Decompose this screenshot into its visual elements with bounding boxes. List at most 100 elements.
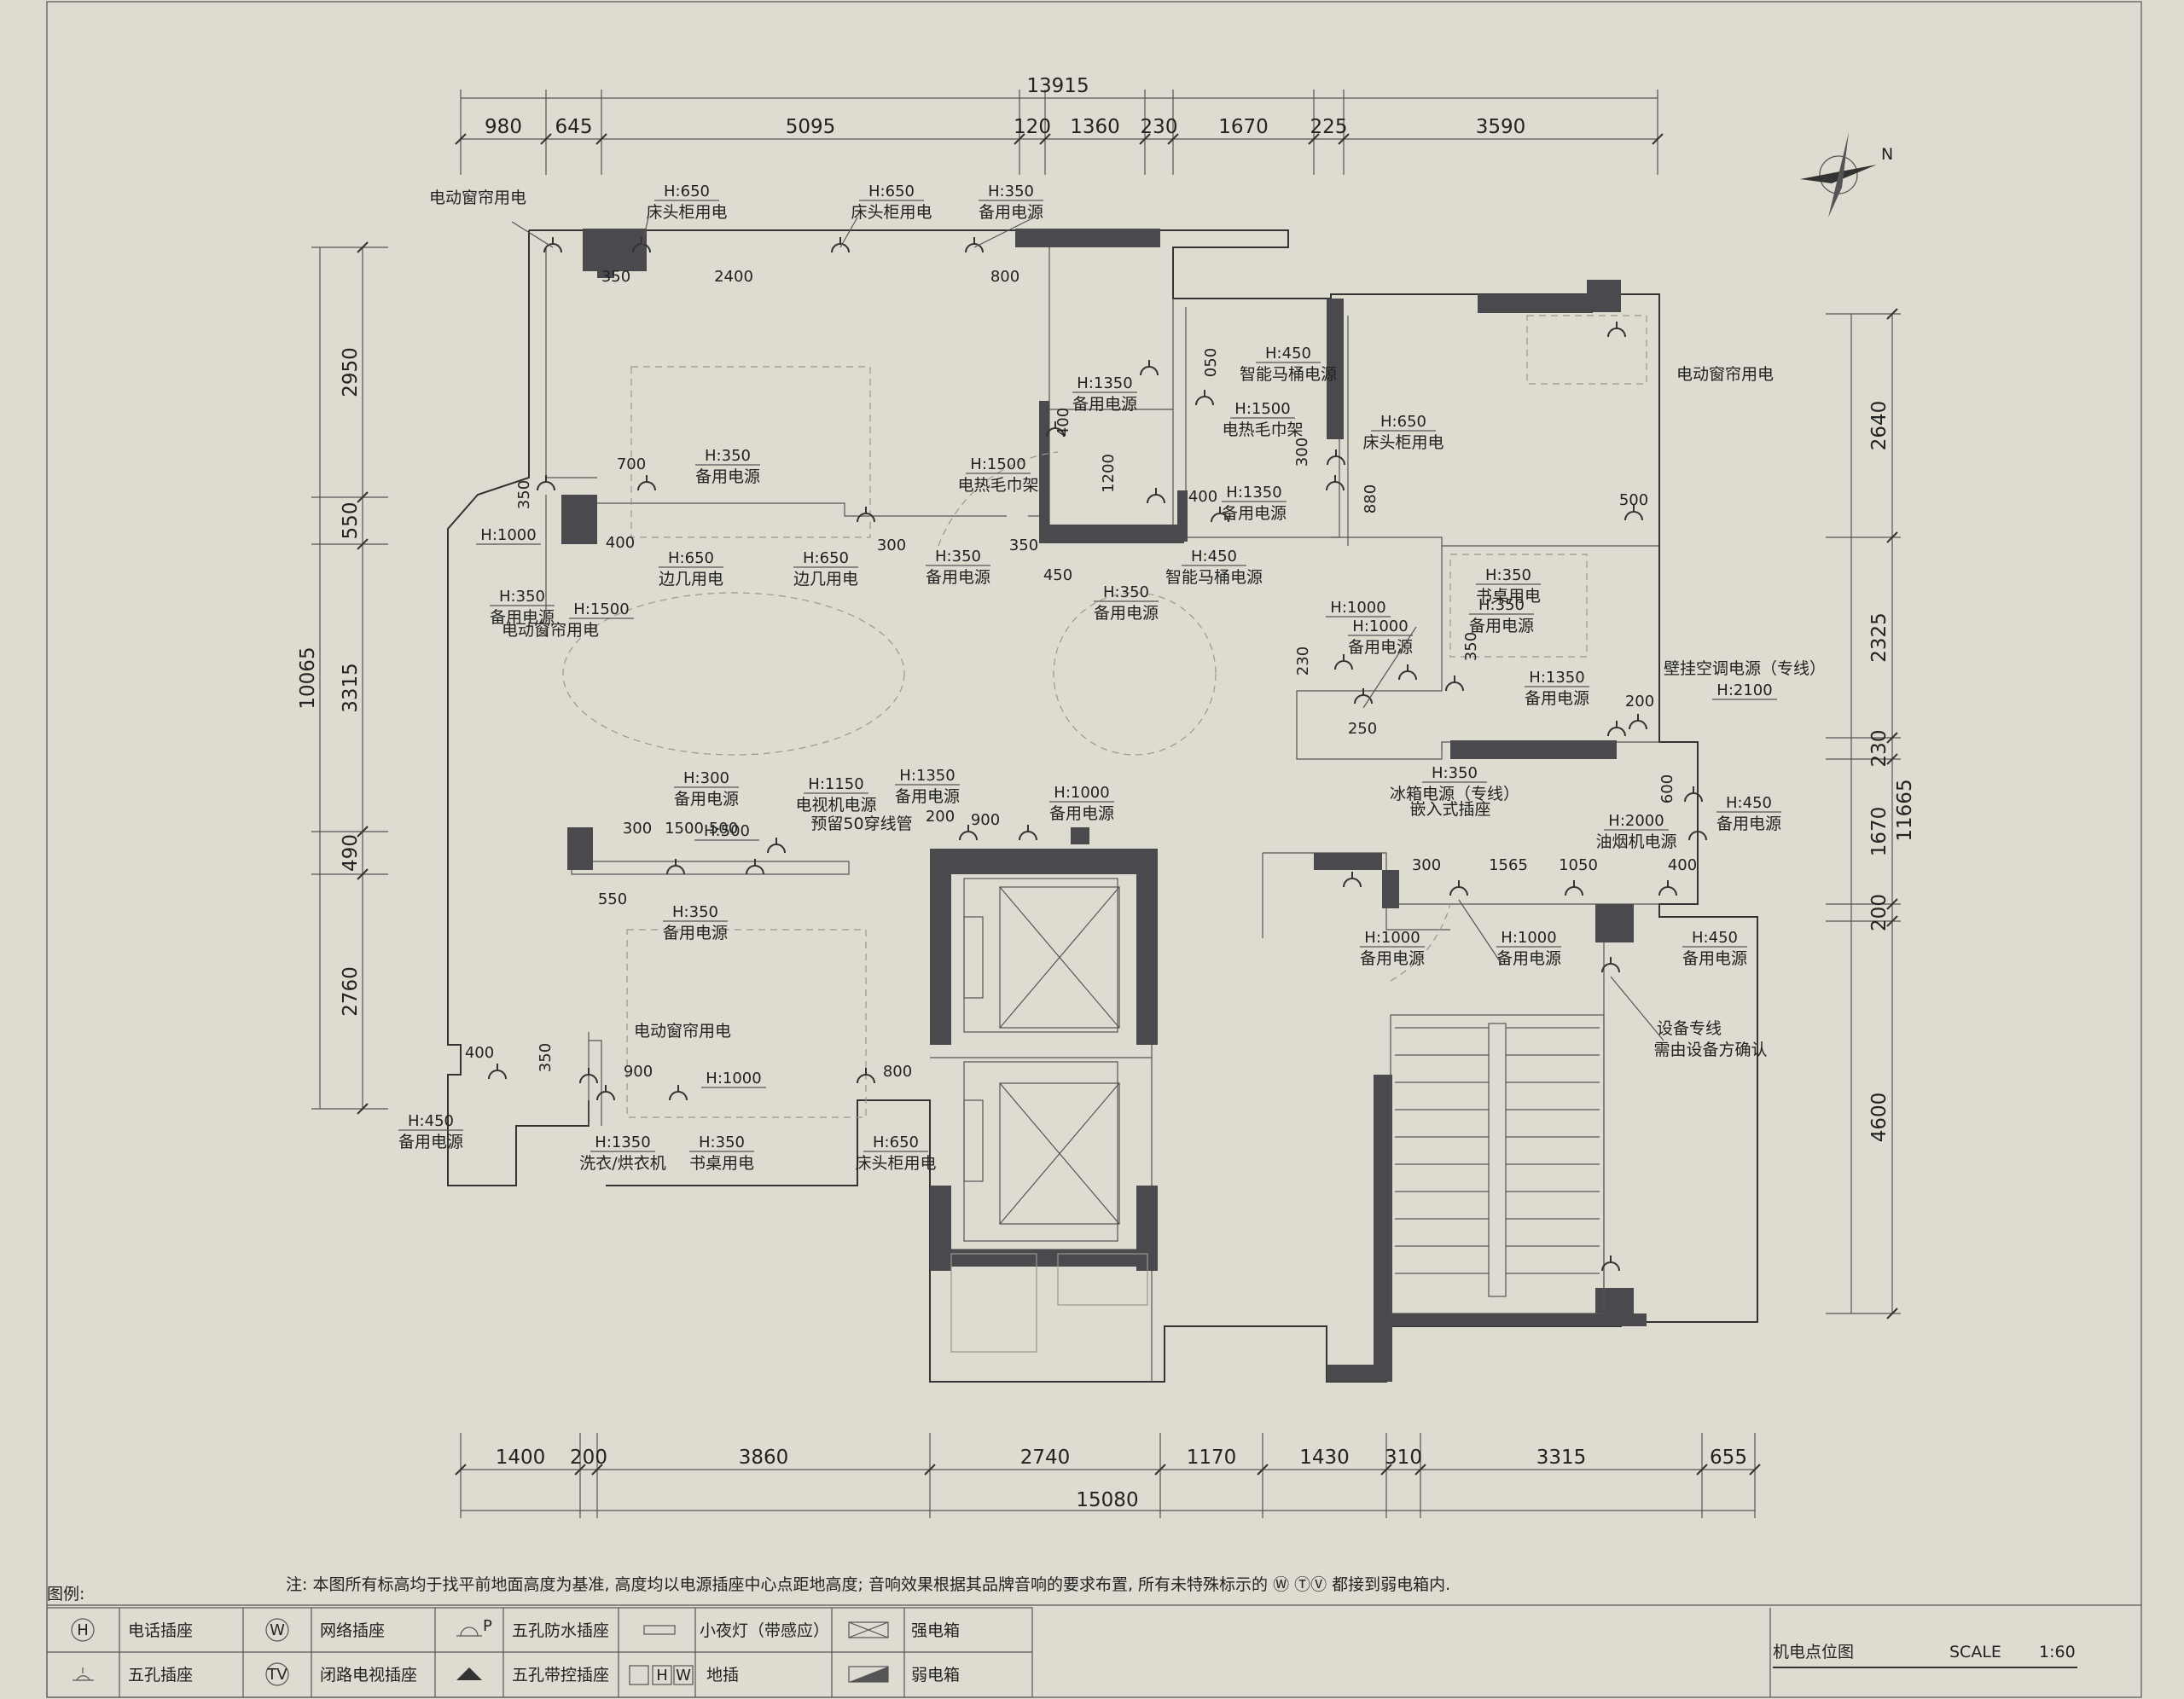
- top-dimension-value: 645: [555, 116, 593, 138]
- elevation-label: H:650: [868, 183, 915, 200]
- socket-icon: [1195, 396, 1214, 406]
- left-dimension-value: 3315: [340, 663, 362, 713]
- legend-label: 地插: [706, 1666, 739, 1685]
- interior-dimension-value: 1565: [1489, 856, 1528, 874]
- elevation-label: H:1150: [808, 775, 863, 793]
- interior-dimension-value: 2400: [714, 268, 753, 286]
- elevation-label: H:2000: [1608, 812, 1664, 830]
- elevation-label: H:1000: [1330, 599, 1385, 617]
- elevation-label: H:1000: [1364, 929, 1420, 947]
- annotation-label: 备用电源: [674, 790, 739, 809]
- top-dimension-value: 120: [1014, 116, 1051, 138]
- legend-five-hole-icon: [73, 1667, 94, 1681]
- elevation-label: H:650: [803, 549, 849, 567]
- interior-dimension-value: 400: [465, 1044, 494, 1062]
- bottom-dimension-value: 2740: [1020, 1447, 1071, 1469]
- annotation-label: 书桌用电: [1476, 587, 1541, 606]
- legend-network-icon: W: [270, 1621, 285, 1639]
- annotation-label: 备用电源: [1469, 617, 1534, 635]
- socket-icon: [1326, 481, 1345, 491]
- socket-icon: [1601, 1261, 1620, 1272]
- bottom-dimension-value: 1430: [1299, 1447, 1350, 1469]
- interior-dimension-value: 400: [1054, 408, 1072, 437]
- interior-dimension-value: 900: [624, 1063, 653, 1081]
- annotation-label: 备用电源: [1049, 804, 1114, 823]
- elevation-label: H:1000: [706, 1070, 761, 1087]
- interior-dimension-value: 700: [617, 455, 646, 473]
- scale-label: SCALE: [1949, 1643, 2001, 1661]
- socket-icon: [1398, 670, 1417, 681]
- top-dimension-value: 225: [1310, 116, 1348, 138]
- elevation-label: H:2100: [1716, 681, 1772, 699]
- socket-icon: [666, 865, 685, 875]
- elevation-label: H:1500: [1234, 400, 1290, 418]
- sheet-border: [46, 1, 2142, 1698]
- annotation-label: 备用电源: [1716, 815, 1781, 833]
- bottom-dimension-value: 3315: [1536, 1447, 1587, 1469]
- socket-icon: [857, 513, 875, 523]
- interior-dimension-value: 500: [709, 820, 738, 838]
- annotation-label: 嵌入式插座: [1409, 800, 1490, 819]
- interior-dimension-value: 1200: [1100, 454, 1118, 493]
- scale-value: 1:60: [2039, 1643, 2076, 1661]
- annotation-label: 备用电源: [895, 787, 960, 806]
- legend-tv-icon: TV: [266, 1666, 288, 1684]
- annotation-label: 电动窗帘用电: [502, 621, 599, 640]
- elevation-label: H:450: [1191, 548, 1237, 565]
- socket-icon: [1629, 720, 1647, 730]
- interior-dimension-value: 350: [601, 268, 630, 286]
- annotation-label: 电动窗帘用电: [429, 188, 526, 207]
- elevation-label: H:1000: [1352, 618, 1408, 635]
- elevation-label: H:350: [1103, 583, 1149, 601]
- annotation-label: 床头柜用电: [646, 203, 727, 222]
- socket-icon: [1343, 878, 1362, 888]
- legend-heading: 图例:: [47, 1585, 84, 1603]
- right-dimension-value: 200: [1868, 894, 1891, 931]
- socket-icon: [1019, 831, 1037, 841]
- annotation-label: 备用电源: [979, 203, 1043, 222]
- legend-waterproof-icon: [456, 1627, 482, 1637]
- right-dimension-value: 4600: [1868, 1093, 1891, 1143]
- legend-label: 电话插座: [128, 1621, 193, 1640]
- annotation-label: 备用电源: [1072, 395, 1137, 414]
- annotation-label: 备用电源: [398, 1133, 463, 1151]
- right-dimension-value: 1670: [1868, 807, 1891, 857]
- interior-dimension-value: 250: [1348, 720, 1377, 738]
- annotation-label: 备用电源: [1682, 949, 1747, 968]
- right-total-dimension: 11665: [1894, 779, 1916, 841]
- legend-block: 图例: 注: 本图所有标高均于找平前地面高度为基准, 高度均以电源插座中心点距地…: [46, 1575, 2141, 1698]
- annotation-label: 备用电源: [1525, 689, 1589, 708]
- bottom-dimension-value: 200: [570, 1447, 607, 1469]
- socket-icon: [1147, 494, 1165, 504]
- socket-icon: [543, 243, 562, 253]
- socket-icon: [1327, 455, 1345, 466]
- svg-text:P: P: [483, 1617, 492, 1635]
- elevation-label: H:1000: [1501, 929, 1556, 947]
- elevation-label: H:450: [408, 1112, 454, 1130]
- elevation-label: H:650: [668, 549, 714, 567]
- annotation-label: 油烟机电源: [1595, 832, 1676, 851]
- drawing-title: 机电点位图: [1773, 1643, 1854, 1661]
- left-dimension-value: 490: [340, 834, 362, 872]
- interior-dimension-value: 200: [926, 808, 955, 826]
- elevation-label: H:350: [935, 548, 981, 565]
- socket-icon: [1565, 886, 1583, 896]
- annotation-label: 智能马桶电源: [1240, 365, 1337, 384]
- interior-dimension-value: 400: [1668, 856, 1697, 874]
- annotation-label: 预留50穿线管: [810, 815, 912, 833]
- annotation-label: 备用电源: [1360, 949, 1425, 968]
- socket-icon: [637, 481, 656, 491]
- legend-label: 五孔带控插座: [512, 1666, 609, 1685]
- right-dimension-value: 2325: [1868, 612, 1891, 663]
- elevation-label: H:350: [672, 903, 718, 921]
- elevation-label: H:450: [1692, 929, 1738, 947]
- annotation-label: 备用电源: [695, 467, 760, 486]
- annotation-label: 壁挂空调电源（专线）: [1664, 659, 1826, 678]
- annotation-label: 冰箱电源（专线）: [1390, 785, 1519, 803]
- socket-icon: [669, 1091, 688, 1101]
- bottom-total-dimension: 15080: [1076, 1489, 1138, 1511]
